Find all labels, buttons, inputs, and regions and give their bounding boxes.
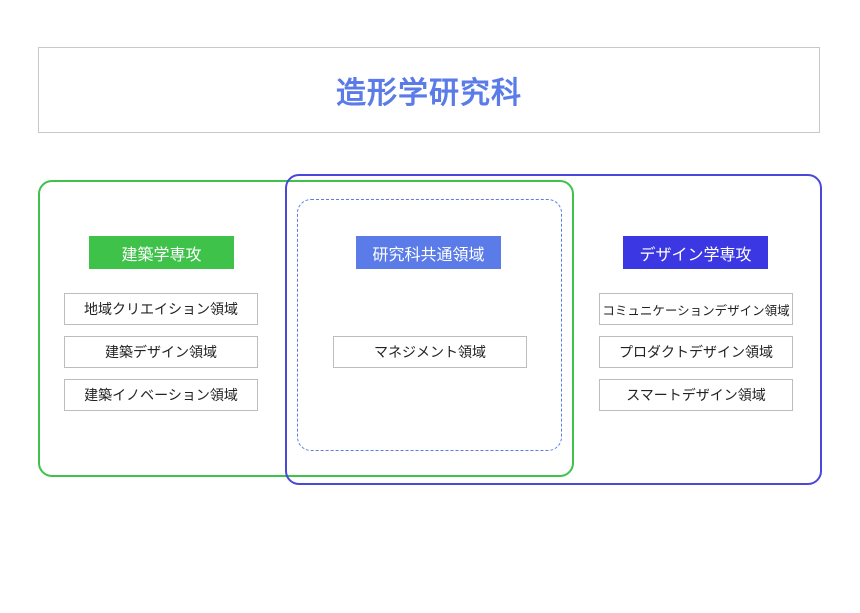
architecture-header: 建築学専攻	[89, 236, 234, 269]
field-smart-design: スマートデザイン領域	[599, 379, 793, 411]
architecture-region	[38, 180, 574, 477]
design-header: デザイン学専攻	[623, 236, 768, 269]
common-header: 研究科共通領域	[356, 236, 501, 269]
title-box: 造形学研究科	[38, 47, 820, 133]
field-product-design: プロダクトデザイン領域	[599, 336, 793, 368]
common-region	[297, 199, 562, 451]
diagram-title: 造形学研究科	[336, 76, 522, 111]
field-communication-design: コミュニケーションデザイン領域	[599, 293, 793, 325]
field-architectural-design: 建築デザイン領域	[64, 336, 258, 368]
design-region	[285, 174, 822, 485]
field-regional-creation: 地域クリエイション領域	[64, 293, 258, 325]
field-management: マネジメント領域	[333, 336, 527, 368]
field-architectural-innovation: 建築イノベーション領域	[64, 379, 258, 411]
